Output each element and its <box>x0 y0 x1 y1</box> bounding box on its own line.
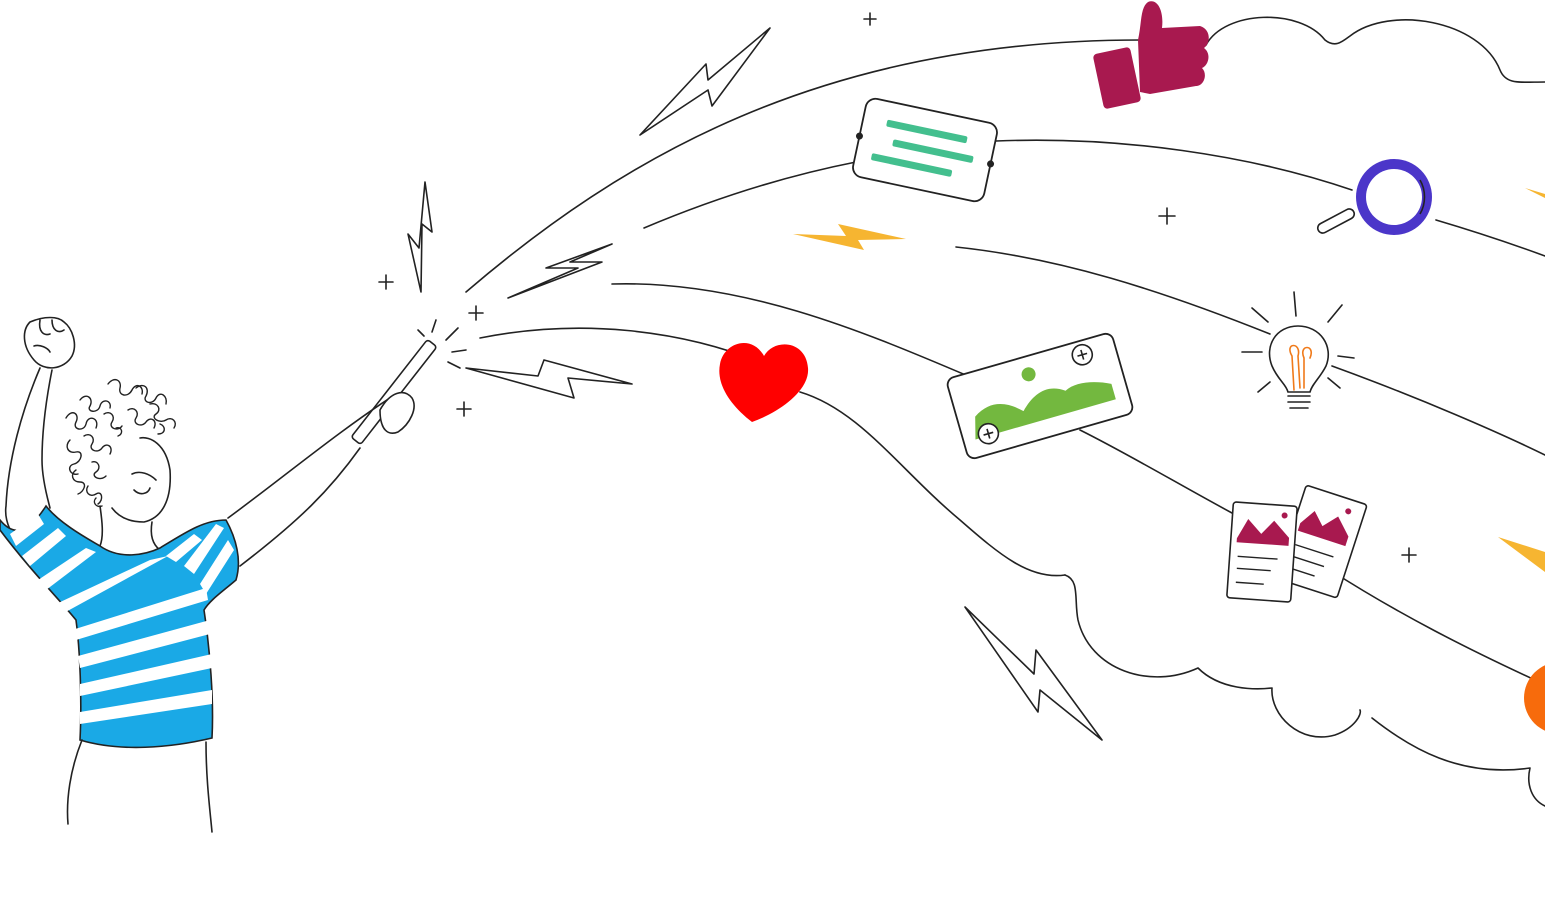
flow-line-5b <box>799 391 1066 577</box>
document-chart-icon <box>1226 485 1368 603</box>
flow-line-4 <box>611 282 969 377</box>
lightning-bolt-icon <box>639 27 771 136</box>
cloud-bottom <box>1064 574 1545 807</box>
lightning-bolt-icon <box>407 181 433 293</box>
lightning-bolt-icon <box>465 359 633 399</box>
message-card-icon <box>852 97 998 203</box>
lightning-bolt-icon <box>507 243 613 299</box>
flow-line-top <box>465 39 1141 293</box>
lightning-bolt-icon <box>1498 537 1545 572</box>
lower-body <box>66 739 213 833</box>
flow-line-3b <box>1331 365 1545 456</box>
lightning-bolt-icon <box>1525 188 1545 198</box>
cloud-top <box>1205 16 1545 84</box>
lightning-bolt-icon <box>964 606 1103 741</box>
lightning-bolt-icon <box>793 224 906 250</box>
magic-wand-icon <box>351 319 467 445</box>
magnifier-icon <box>1316 159 1432 235</box>
orange-circle-icon <box>1524 665 1545 731</box>
fist <box>23 316 76 369</box>
flow-line-3 <box>955 246 1271 335</box>
striped-shirt <box>0 504 240 749</box>
heart-icon <box>719 342 809 422</box>
flow-line-2b <box>995 139 1353 191</box>
flow-line-2c <box>1435 219 1545 257</box>
flow-line-4c <box>1329 569 1536 681</box>
face <box>111 436 172 523</box>
flow-line-2 <box>643 161 857 229</box>
flow-lines <box>465 39 1545 681</box>
person-illustration <box>0 316 415 833</box>
image-card-icon <box>946 332 1134 460</box>
wand-arm <box>227 393 397 519</box>
hair <box>65 378 176 508</box>
flow-line-4b <box>1079 429 1233 514</box>
hand <box>379 391 415 434</box>
thumbs-up-icon <box>1093 1 1209 109</box>
plus-sparkle-icon <box>378 12 1417 563</box>
flow-line-5 <box>479 327 761 363</box>
lightbulb-icon <box>1241 291 1355 409</box>
